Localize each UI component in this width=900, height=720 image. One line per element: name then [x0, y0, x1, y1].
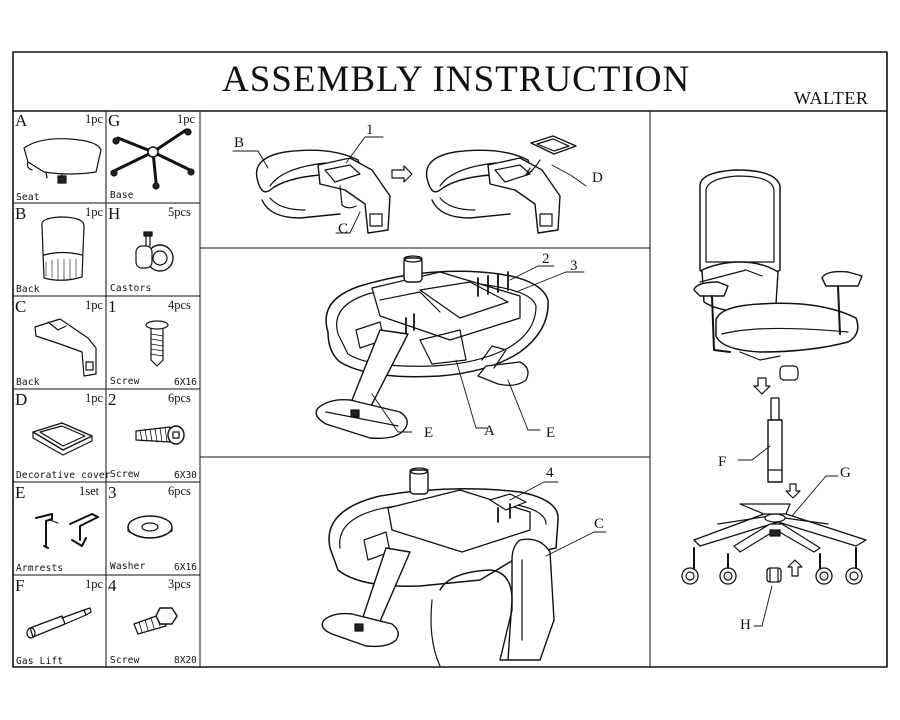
up-arrow-icon [787, 559, 803, 577]
part-qty: 6pcs [168, 484, 191, 498]
callout-label: 1 [366, 122, 374, 138]
part-code: B [15, 204, 27, 223]
part-name: Screw [110, 469, 140, 480]
part-qty: 1pc [85, 391, 104, 405]
part-qty: 5pcs [168, 205, 191, 219]
part-code: 4 [108, 576, 117, 595]
gas-lift-icon [26, 607, 92, 639]
page-title: ASSEMBLY INSTRUCTION [222, 59, 691, 100]
part-name: Base [110, 190, 134, 201]
part-code: C [15, 297, 27, 316]
decorative-cover-icon [32, 422, 93, 456]
callout-label: D [592, 170, 603, 186]
armrests-icon [35, 513, 99, 549]
sheet-frame [12, 51, 888, 668]
part-code: H [108, 204, 121, 223]
long-screw-icon [135, 425, 185, 445]
part-qty: 1set [79, 484, 100, 498]
part-name: Back [16, 284, 40, 295]
callout-label: 2 [542, 251, 550, 267]
part-qty: 4pcs [168, 298, 191, 312]
washer-icon [127, 515, 173, 539]
part-qty: 1pc [177, 112, 196, 126]
part-spec: 6X30 [174, 470, 197, 481]
part-name: Screw [110, 376, 140, 387]
part-code: 2 [108, 390, 117, 409]
down-arrow-icon [753, 377, 771, 395]
callout-label: H [740, 617, 751, 633]
screw-icon [145, 320, 169, 367]
part-qty: 1pc [85, 298, 104, 312]
part-name: Screw [110, 655, 140, 666]
part-qty: 6pcs [168, 391, 191, 405]
part-name: Armrests [16, 563, 64, 574]
step1-left-assembly [255, 149, 391, 234]
seat-icon [23, 138, 102, 184]
part-name: Washer [110, 561, 146, 572]
callout-label: G [840, 465, 851, 481]
hex-screw-icon [133, 607, 178, 635]
down-arrow-icon [785, 483, 801, 499]
step-panels [199, 110, 651, 668]
parts-grid [12, 110, 201, 668]
final-chair-assembly [693, 169, 863, 381]
part-code: 3 [108, 483, 117, 502]
callout-label: A [484, 423, 495, 439]
part-qty: 3pcs [168, 577, 191, 591]
part-code: 1 [108, 297, 117, 316]
part-code: A [15, 111, 28, 130]
step1-right-assembly [425, 135, 577, 234]
part-code: E [15, 483, 26, 502]
callout-label: B [234, 135, 245, 151]
back-mesh-icon [41, 216, 85, 281]
callout-label: E [546, 425, 556, 441]
base-assembly [693, 503, 867, 553]
part-name: Decorative cover [16, 470, 111, 481]
part-code: G [108, 111, 121, 130]
step2-leaders [371, 265, 585, 433]
part-code: D [15, 390, 28, 409]
callout-label: C [338, 221, 349, 237]
final-leaders [737, 445, 839, 627]
part-name: Gas Lift [16, 656, 64, 667]
callout-label: E [424, 425, 434, 441]
callout-label: 3 [570, 258, 578, 274]
step3-assembly [321, 467, 559, 667]
castors-row [681, 547, 863, 585]
castor-icon [135, 231, 174, 272]
callout-label: C [594, 516, 605, 532]
part-name: Seat [16, 192, 40, 203]
callout-label: F [718, 454, 727, 470]
part-name: Back [16, 377, 40, 388]
part-qty: 1pc [85, 205, 104, 219]
part-spec: 6X16 [174, 562, 197, 573]
step2-assembly [315, 255, 549, 440]
step1-leaders [232, 136, 587, 234]
gas-lift-assembly [767, 397, 783, 483]
part-qty: 1pc [85, 112, 104, 126]
back-bracket-icon [34, 318, 97, 377]
part-qty: 1pc [85, 577, 104, 591]
part-name: Castors [110, 283, 152, 294]
base-icon [110, 128, 195, 190]
part-code: F [15, 576, 25, 595]
step3-leaders [509, 481, 607, 557]
callout-label: 4 [546, 465, 554, 481]
part-spec: 6X16 [174, 377, 197, 388]
model-name: WALTER [794, 88, 869, 108]
right-arrow-icon [391, 165, 413, 183]
part-spec: 8X20 [174, 655, 197, 666]
